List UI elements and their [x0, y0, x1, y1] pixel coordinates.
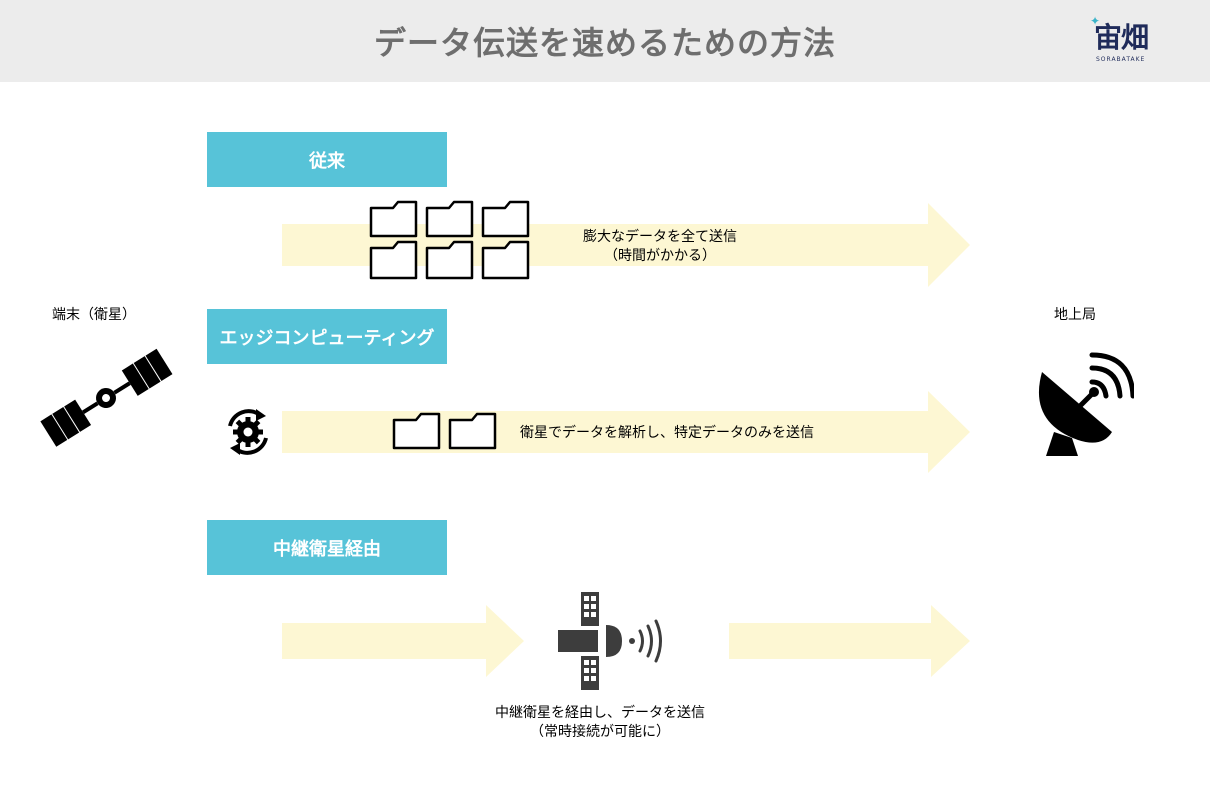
section-label-relay: 中継衛星経由: [207, 520, 447, 575]
flow-arrow-relay-downlink: [729, 605, 970, 677]
ground-station-label: 地上局: [1054, 307, 1096, 323]
logo-text: 宙畑: [1094, 21, 1149, 54]
caption-edge-computing: 衛星でデータを解析し、特定データのみを送信: [520, 425, 814, 441]
logo-subtext: SORABATAKE: [1096, 56, 1146, 63]
logo-spark-icon: ✦: [1090, 14, 1101, 28]
gear-cycle-icon: [228, 409, 268, 455]
header-bar: データ伝送を速めるための方法 ✦ 宙畑 SORABATAKE: [0, 0, 1210, 82]
terminal-label: 端末（衛星）: [52, 307, 136, 323]
folder-icon-pair: [392, 412, 497, 450]
caption-conventional-line2: （時間がかかる）: [604, 248, 716, 264]
page-title: データ伝送を速めるための方法: [373, 24, 836, 62]
satellite-dish-icon: [1038, 352, 1134, 456]
flow-arrow-edge-computing: [282, 391, 970, 473]
caption-conventional-line1: 膨大なデータを全て送信: [583, 229, 737, 245]
section-label-conventional: 従来: [207, 132, 447, 187]
folder-icon-group: [369, 200, 530, 280]
flow-arrow-relay-uplink: [282, 605, 524, 677]
section-label-edge-computing: エッジコンピューティング: [207, 309, 447, 364]
caption-relay-line1: 中継衛星を経由し、データを送信: [495, 705, 705, 721]
caption-conventional: 膨大なデータを全て送信 （時間がかかる）: [560, 228, 760, 266]
satellite-icon: [40, 348, 173, 447]
caption-relay-line2: （常時接続が可能に）: [530, 724, 670, 740]
relay-satellite-icon: [558, 592, 662, 690]
caption-relay: 中継衛星を経由し、データを送信 （常時接続が可能に）: [470, 704, 730, 742]
sorabatake-logo: ✦ 宙畑 SORABATAKE: [1088, 14, 1168, 66]
